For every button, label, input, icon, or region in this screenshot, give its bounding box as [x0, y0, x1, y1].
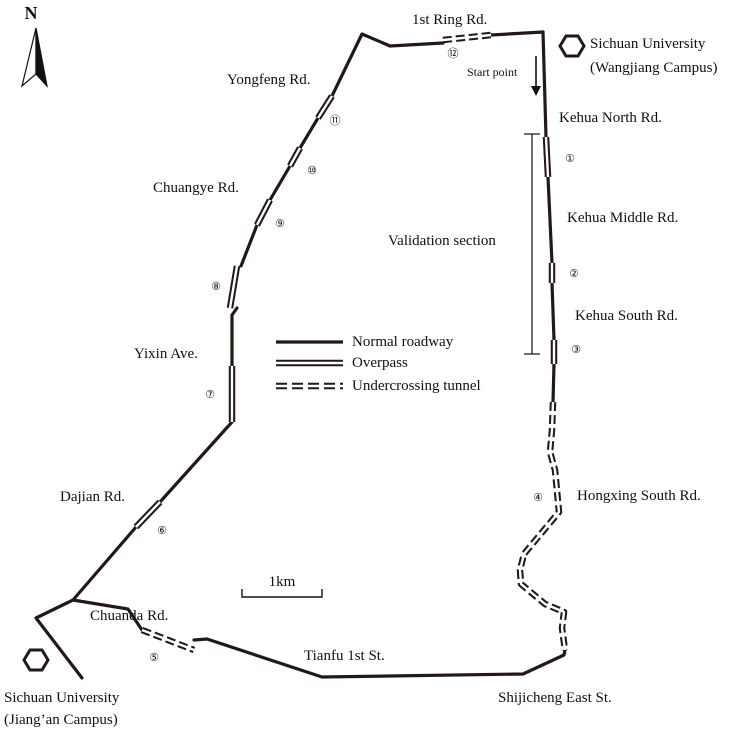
road-chuangye: [239, 223, 259, 268]
road-label-kehua-middle: Kehua Middle Rd.: [567, 210, 678, 226]
hexagon-icon: [22, 648, 50, 672]
road-label-kehua-north: Kehua North Rd.: [559, 110, 662, 126]
campus-jiangan-sub: (Jiang’an Campus): [4, 712, 118, 728]
north-arrow-icon: [20, 27, 48, 88]
legend: Normal roadway Overpass Undercrossing tu…: [276, 334, 481, 394]
marker-9: ⑨: [275, 218, 285, 230]
arrow-head-icon: [531, 86, 541, 96]
road-label-1st-ring: 1st Ring Rd.: [412, 12, 487, 28]
road-shijicheng: [192, 637, 567, 679]
road-yongfeng: [298, 116, 320, 150]
road-kehua: [541, 30, 548, 139]
tunnel-segments: [140, 31, 569, 654]
validation-section-label: Validation section: [388, 233, 496, 249]
north-label: N: [25, 3, 38, 23]
validation-section: [524, 133, 540, 355]
marker-10: ⑩: [307, 165, 317, 177]
overpass-segments: [133, 94, 558, 530]
marker-8: ⑧: [211, 281, 221, 293]
road-dajian: [71, 525, 138, 602]
tunnel-4: [516, 401, 569, 651]
road-label-dajian: Dajian Rd.: [60, 489, 125, 505]
campus-jiangan: Sichuan University (Jiang’an Campus): [4, 648, 120, 728]
start-point: Start point: [467, 56, 541, 96]
road-1st-ring-east: [489, 30, 545, 37]
road-label-shijicheng: Shijicheng East St.: [498, 690, 612, 706]
marker-1: ①: [565, 153, 575, 165]
road-label-yixin: Yixin Ave.: [134, 346, 198, 362]
campus-wangjiang-name: Sichuan University: [590, 36, 706, 52]
section-markers: ① ② ③ ④ ⑤ ⑥ ⑦ ⑧ ⑨ ⑩ ⑪ ⑫: [149, 47, 581, 664]
hexagon-icon: [558, 34, 586, 58]
marker-5: ⑤: [149, 652, 159, 664]
marker-11: ⑪: [330, 114, 341, 127]
road-label-yongfeng: Yongfeng Rd.: [227, 72, 311, 88]
road-yongfeng-upper: [330, 32, 445, 98]
road-label-chuangye: Chuangye Rd.: [153, 180, 239, 196]
marker-12: ⑫: [448, 47, 459, 60]
road-label-tianfu: Tianfu 1st St.: [304, 648, 385, 664]
scale-bar-label: 1km: [269, 574, 296, 590]
north-arrow: N: [20, 3, 48, 88]
legend-overpass-label: Overpass: [352, 355, 408, 371]
marker-7: ⑦: [205, 389, 215, 401]
scale-bar: 1km: [241, 574, 323, 598]
road-yixin-mid: [230, 306, 239, 368]
road-labels: 1st Ring Rd. Yongfeng Rd. Chuangye Rd. Y…: [60, 12, 701, 706]
road-chuangye-upper: [268, 164, 292, 202]
marker-4: ④: [533, 492, 543, 504]
road-yixin: [158, 420, 234, 504]
road-label-hongxing: Hongxing South Rd.: [577, 488, 701, 504]
campus-wangjiang-sub: (Wangjiang Campus): [590, 60, 718, 76]
road-label-chuanda: Chuanda Rd.: [90, 608, 168, 624]
start-point-label: Start point: [467, 65, 518, 79]
road-kehua-mid: [546, 175, 554, 265]
campus-jiangan-name: Sichuan University: [4, 690, 120, 706]
legend-tunnel-label: Undercrossing tunnel: [352, 378, 481, 394]
marker-6: ⑥: [157, 525, 167, 537]
normal-roadway-network: [34, 30, 567, 680]
marker-3: ③: [571, 344, 581, 356]
legend-normal-label: Normal roadway: [352, 334, 454, 350]
road-label-kehua-south: Kehua South Rd.: [575, 308, 678, 324]
marker-2: ②: [569, 268, 579, 280]
campus-wangjiang: Sichuan University (Wangjiang Campus): [558, 34, 718, 76]
